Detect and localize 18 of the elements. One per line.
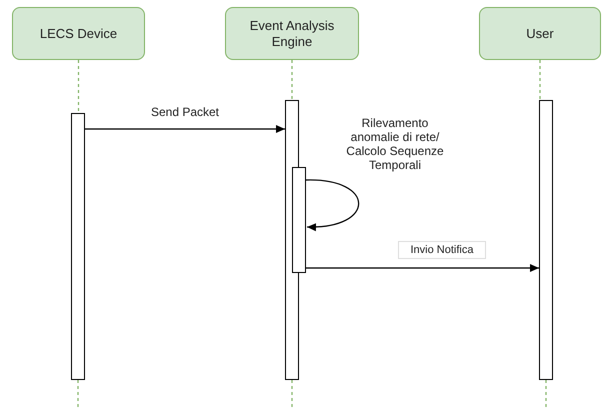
edge-label: Rilevamento anomalie di rete/ Calcolo Sequenze Temporali — [345, 116, 445, 172]
lifeline — [291, 380, 293, 408]
self-message-arrow — [306, 179, 360, 231]
message-arrow — [306, 264, 539, 272]
lifeline — [539, 60, 541, 100]
edge-label: Send Packet — [150, 105, 220, 119]
lifeline — [77, 380, 79, 408]
lifeline — [291, 60, 293, 100]
activation-bar — [71, 113, 85, 380]
message-arrow — [85, 125, 285, 133]
lifeline-header: User — [479, 7, 601, 60]
activation-bar — [292, 167, 306, 273]
activation-bar — [539, 100, 553, 380]
lifeline — [78, 60, 80, 113]
lifeline — [545, 380, 547, 408]
lifeline-header: Event Analysis Engine — [225, 7, 359, 60]
lifeline-header: LECS Device — [12, 7, 145, 60]
edge-label: Invio Notifica — [398, 241, 486, 259]
